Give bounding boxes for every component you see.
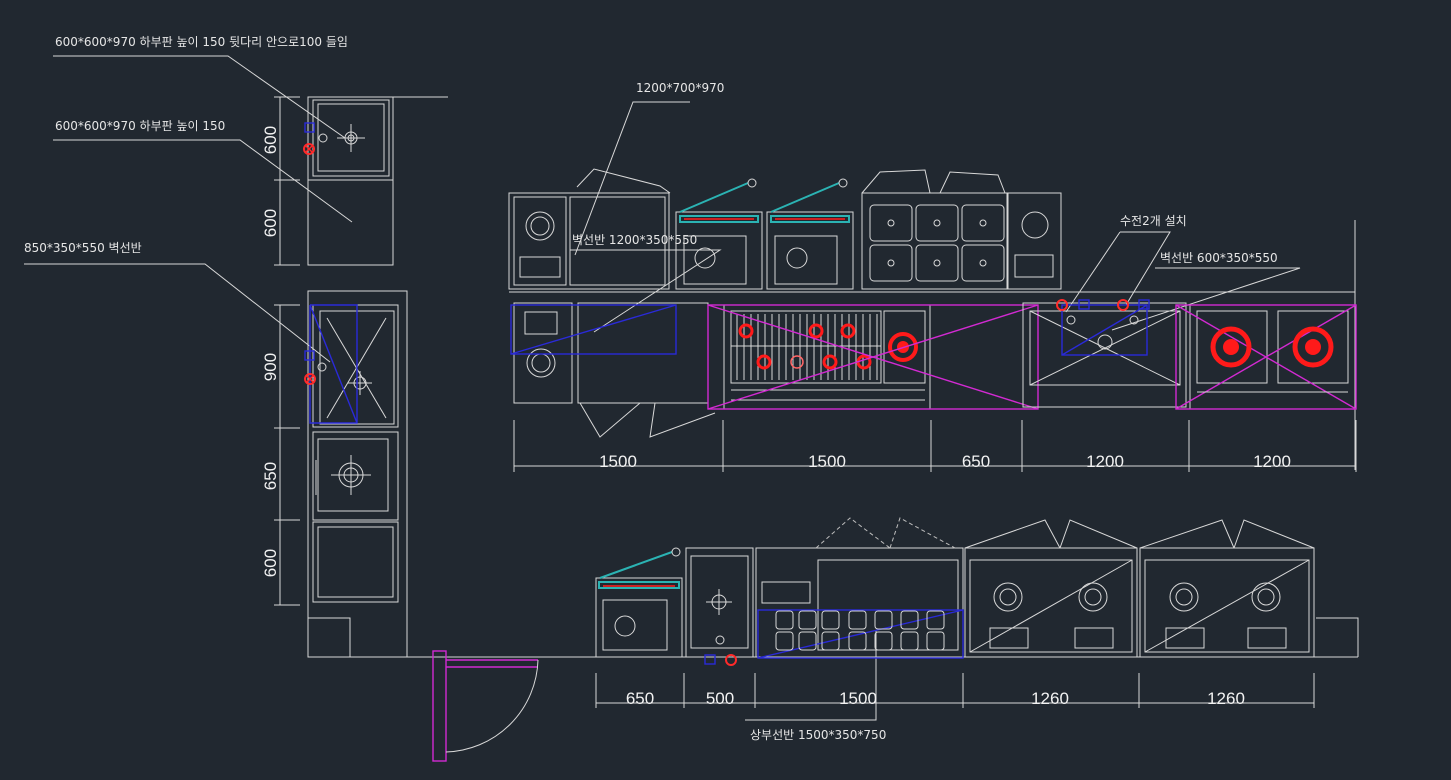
- dim-top-4: 1200: [1086, 452, 1124, 471]
- door: [432, 650, 539, 762]
- dim-bottom-4: 1260: [1031, 689, 1069, 708]
- annotation-top-center: 1200*700*970: [636, 81, 724, 95]
- grill-burners: [738, 323, 872, 370]
- dim-left-3: 900: [261, 353, 280, 381]
- annotation-top-left-2: 600*600*970 하부판 높이 150: [55, 119, 225, 133]
- dim-left-1: 600: [261, 126, 280, 154]
- dim-top-3: 650: [962, 452, 990, 471]
- grill-lines: [731, 314, 881, 380]
- pan-grid: [869, 204, 1005, 282]
- dim-bottom-2: 500: [706, 689, 734, 708]
- annotation-upper-shelf: 상부선반 1500*350*750: [750, 728, 886, 742]
- dim-bottom-3: 1500: [839, 689, 877, 708]
- dim-top-1: 1500: [599, 452, 637, 471]
- annotation-shelf-right: 벽선반 600*350*550: [1160, 251, 1278, 265]
- dim-bottom-5: 1260: [1207, 689, 1245, 708]
- top-row-plan: [510, 299, 1357, 438]
- dim-bottom-1: 650: [626, 689, 654, 708]
- dim-left-5: 600: [261, 549, 280, 577]
- annotation-top-left-1: 600*600*970 하부판 높이 150 뒷다리 안으로100 들임: [55, 35, 348, 49]
- dim-top-2: 1500: [808, 452, 846, 471]
- dim-top-5: 1200: [1253, 452, 1291, 471]
- top-row-dimensions: 1500 1500 650 1200 1200: [513, 420, 1357, 472]
- leader-lines: [24, 55, 1301, 721]
- left-column-equipment: [303, 96, 538, 658]
- bottom-pan-grid: [775, 610, 945, 651]
- annotation-shelf-left: 850*350*550 벽선반: [24, 241, 142, 255]
- bottom-row-dimensions: 650 500 1500 1260 1260: [595, 673, 1315, 708]
- left-vertical-dimensions: 600 600 900 650 600: [261, 96, 300, 606]
- bottom-row-equipment: [538, 517, 1359, 666]
- dim-left-2: 600: [261, 209, 280, 237]
- annotation-faucet: 수전2개 설치: [1120, 214, 1187, 228]
- top-row-elevation: [508, 168, 1356, 470]
- annotation-shelf-center: 벽선반 1200*350*550: [572, 233, 697, 247]
- dim-left-4: 650: [261, 462, 280, 490]
